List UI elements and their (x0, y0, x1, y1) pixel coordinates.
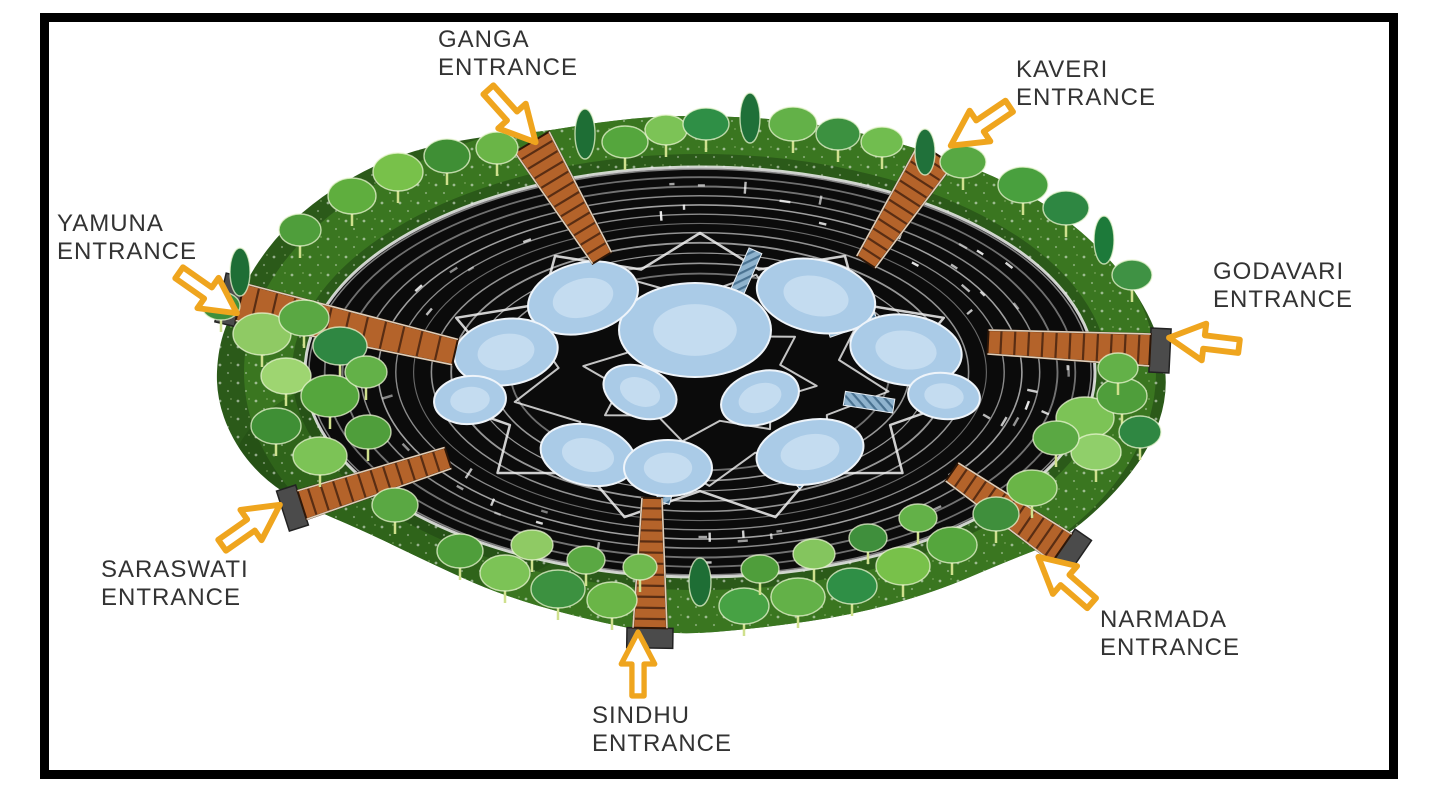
arrow-icon-narmada (1035, 553, 1099, 612)
arrow-icon-kaveri (947, 97, 1016, 149)
entrance-river-name: NARMADA (1100, 606, 1228, 633)
entrance-river-name: YAMUNA (57, 210, 164, 237)
arrow-icon-ganga (480, 82, 539, 146)
entrance-label-narmada: NARMADA ENTRANCE (1100, 606, 1240, 662)
entrance-river-name: KAVERI (1016, 56, 1109, 83)
entrance-label-ganga: GANGA ENTRANCE (438, 26, 578, 82)
lotus-water-feature (433, 231, 981, 519)
entrance-label-saraswati: SARASWATI ENTRANCE (101, 556, 249, 612)
entrance-word: ENTRANCE (592, 730, 733, 757)
entrance-word: ENTRANCE (1016, 84, 1157, 111)
entrance-label-yamuna: YAMUNA ENTRANCE (57, 210, 197, 266)
berm-trees (201, 92, 1162, 636)
arrow-icon-saraswati (215, 501, 283, 554)
arrow-icon-yamuna (172, 264, 240, 317)
entrance-word: ENTRANCE (101, 584, 242, 611)
entrance-river-name: SINDHU (592, 702, 691, 729)
entrance-label-godavari: GODAVARI ENTRANCE (1213, 258, 1353, 314)
entrance-word: ENTRANCE (438, 54, 579, 81)
entrance-label-sindhu: SINDHU ENTRANCE (592, 702, 732, 758)
entrance-label-kaveri: KAVERI ENTRANCE (1016, 56, 1156, 112)
entrance-river-name: SARASWATI (101, 556, 249, 583)
entrance-word: ENTRANCE (57, 238, 198, 265)
entrance-word: ENTRANCE (1100, 634, 1241, 661)
arrow-icon-godavari (1166, 320, 1243, 364)
arrow-icon-sindhu (618, 629, 658, 699)
entrance-river-name: GODAVARI (1213, 258, 1345, 285)
entrance-river-name: GANGA (438, 26, 530, 53)
entrance-word: ENTRANCE (1213, 286, 1354, 313)
image-border-frame (40, 13, 1398, 779)
